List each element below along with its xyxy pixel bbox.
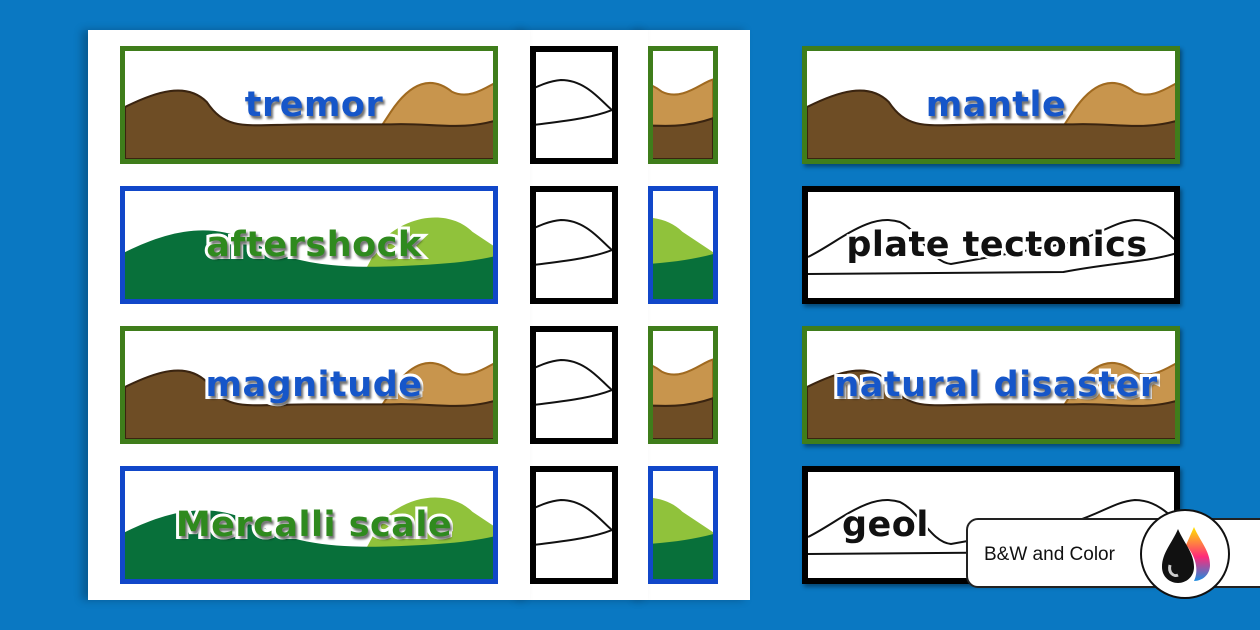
hills-illustration: magnitude	[125, 331, 493, 439]
word-card	[530, 186, 618, 304]
word-card: natural disaster	[802, 326, 1180, 444]
hills-illustration	[653, 51, 713, 159]
outline-hills-illustration	[536, 192, 612, 298]
badge-label: B&W and Color	[984, 544, 1115, 565]
card-word: magnitude	[203, 362, 426, 408]
card-word: aftershock	[203, 222, 424, 268]
hills-illustration: tremor	[125, 51, 493, 159]
hills-illustration: natural disaster	[807, 331, 1175, 439]
outline-hills-illustration: plate tectonics	[808, 192, 1174, 298]
outline-hills-illustration: le	[536, 52, 612, 158]
word-card	[648, 46, 718, 164]
word-card	[648, 186, 718, 304]
card-word: plate tectonics	[844, 223, 1150, 268]
outline-hills-illustration: h	[536, 472, 612, 578]
word-card: le	[530, 46, 618, 164]
card-word: mantle	[923, 82, 1069, 128]
card-word: geol	[840, 503, 931, 548]
card-word: le	[536, 85, 612, 125]
card-word: natural disaster	[831, 362, 1160, 408]
word-card: Mercalli scale	[120, 466, 498, 584]
hills-illustration: mantle	[807, 51, 1175, 159]
hills-illustration	[653, 471, 713, 579]
word-card	[648, 326, 718, 444]
hills-illustration: aftershock	[125, 191, 493, 299]
hills-illustration	[653, 331, 713, 439]
word-card: tremor	[120, 46, 498, 164]
word-card: h	[530, 466, 618, 584]
card-word: ve	[536, 365, 612, 405]
word-card: ve	[530, 326, 618, 444]
hills-illustration: Mercalli scale	[125, 471, 493, 579]
card-word: tremor	[242, 82, 386, 128]
card-word: h	[536, 505, 612, 545]
hills-illustration	[653, 191, 713, 299]
word-card: magnitude	[120, 326, 498, 444]
card-word: Mercalli scale	[173, 502, 455, 548]
ink-drops-icon	[1140, 509, 1230, 599]
word-card: plate tectonics	[802, 186, 1180, 304]
word-card: aftershock	[120, 186, 498, 304]
word-card: mantle	[802, 46, 1180, 164]
outline-hills-illustration: ve	[536, 332, 612, 438]
word-card	[648, 466, 718, 584]
